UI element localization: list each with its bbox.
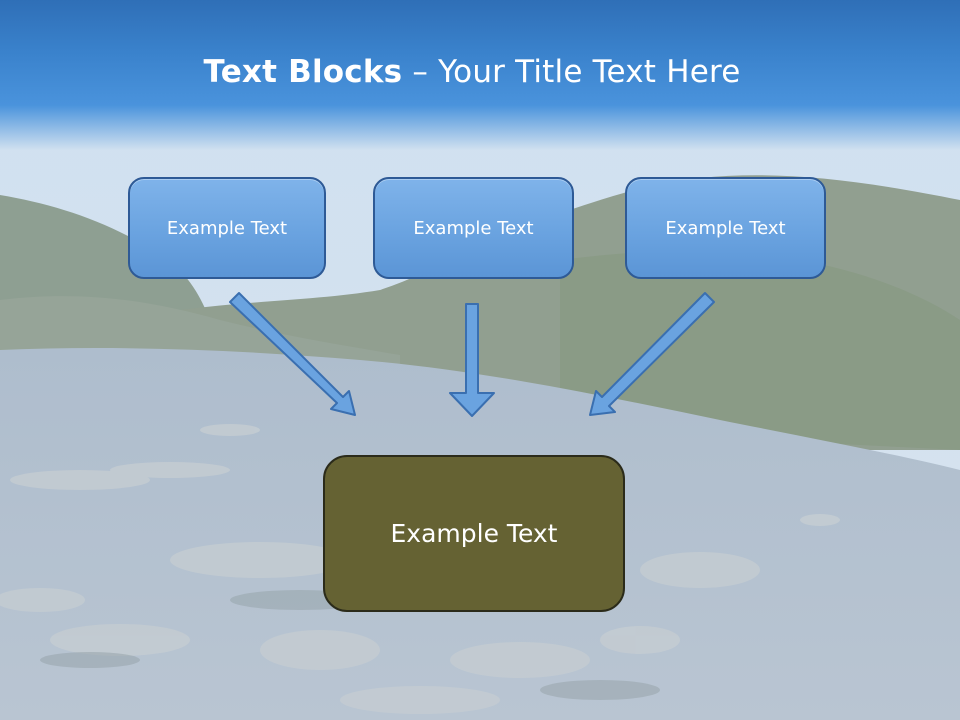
text-block-top-middle-label: Example Text: [413, 217, 534, 239]
text-block-top-middle[interactable]: Example Text: [373, 177, 574, 279]
text-block-top-left-label: Example Text: [166, 217, 288, 239]
title-bold-part: Text Blocks: [203, 54, 403, 90]
title-band: [0, 0, 960, 150]
slide-title: Text Blocks – Your Title Text Here: [0, 54, 944, 90]
text-block-top-left[interactable]: Example Text: [128, 177, 326, 279]
text-block-top-right[interactable]: Example Text: [625, 177, 826, 279]
text-block-center-label: Example Text: [390, 519, 558, 548]
text-block-center[interactable]: Example Text: [323, 455, 625, 612]
text-block-top-right-label: Example Text: [665, 217, 786, 239]
title-rest-part: – Your Title Text Here: [402, 54, 741, 90]
